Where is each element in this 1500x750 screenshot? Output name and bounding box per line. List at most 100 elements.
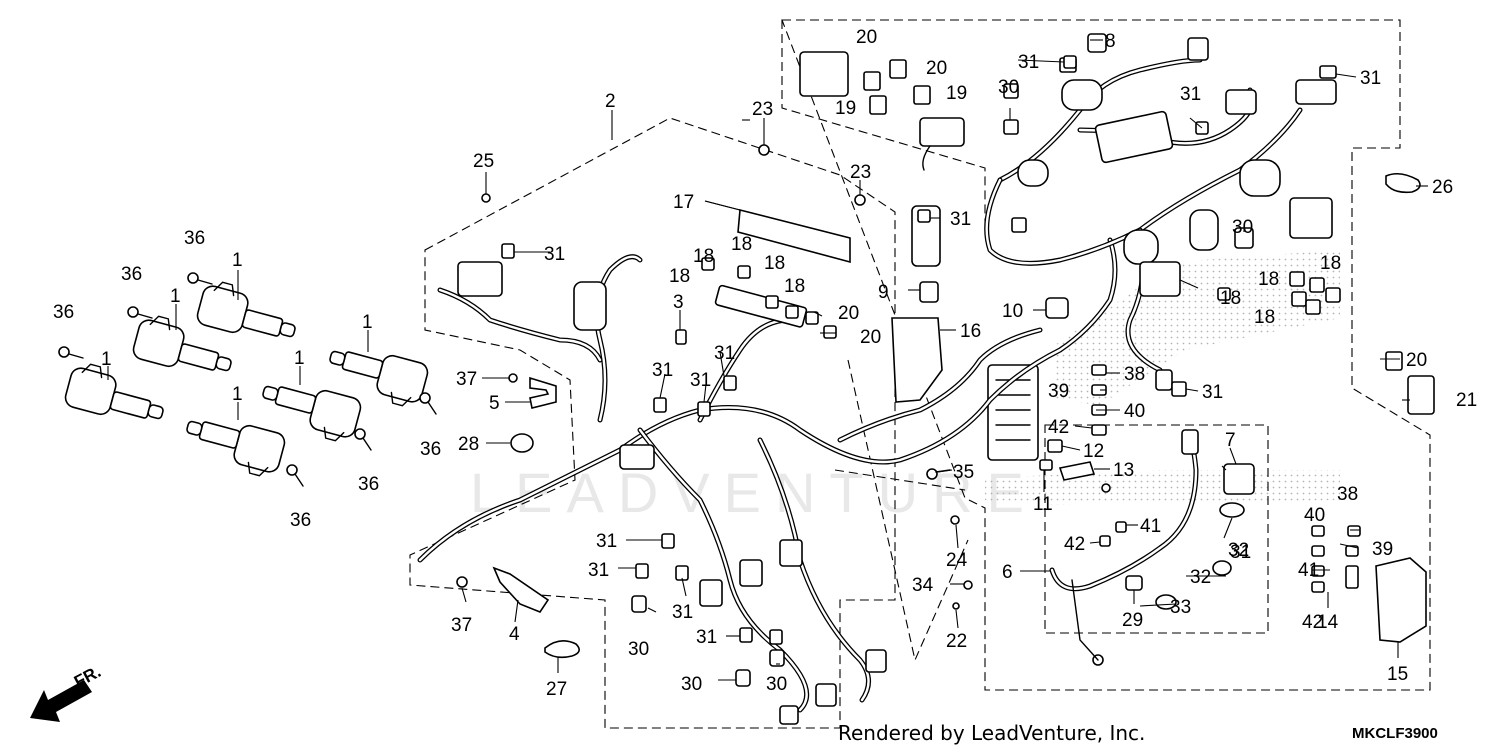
bolt-icon: [952, 602, 960, 610]
callout-18: 18: [731, 234, 752, 255]
callout-1: 1: [101, 349, 112, 370]
callout-42: 42: [1064, 534, 1085, 555]
callout-33: 33: [1170, 597, 1191, 618]
bolt-icon: [58, 346, 84, 359]
bracket-5: [529, 376, 557, 409]
front-direction-arrow: FR.: [30, 662, 104, 722]
bolt-icon: [758, 144, 770, 156]
callout-2: 2: [605, 91, 616, 112]
callout-1: 1: [232, 384, 243, 405]
callout-18: 18: [669, 266, 690, 287]
diagram-code: MKCLF3900: [1352, 725, 1438, 742]
callout-38: 38: [1337, 484, 1358, 505]
callout-42: 42: [1048, 417, 1069, 438]
callout-7: 7: [1225, 430, 1236, 451]
callout-30: 30: [628, 639, 649, 660]
callout-29: 29: [1122, 610, 1143, 631]
band-27: [544, 640, 580, 659]
callout-36: 36: [290, 510, 311, 531]
callout-19: 19: [946, 83, 967, 104]
callout-37: 37: [451, 615, 472, 636]
callout-24: 24: [946, 550, 968, 571]
callout-5: 5: [489, 393, 500, 414]
callout-18: 18: [693, 246, 714, 267]
callout-26: 26: [1432, 177, 1453, 198]
bolt-icon: [456, 576, 468, 588]
callout-17: 17: [673, 192, 694, 213]
callout-41: 41: [1140, 516, 1161, 537]
callout-23: 23: [850, 162, 871, 183]
callout-30: 30: [681, 674, 702, 695]
callout-18: 18: [1320, 253, 1341, 274]
callout-labels: 1 1 1 1 1 1 2 3 4 5 6 7 8 9 10 11 12 13 …: [53, 27, 1477, 700]
grommet-28: [510, 433, 534, 453]
bolt-icon: [950, 515, 960, 525]
ignition-coil-group: [64, 281, 429, 477]
callout-31: 31: [672, 602, 693, 623]
callout-25: 25: [473, 151, 494, 172]
callout-9: 9: [878, 282, 889, 303]
callout-1: 1: [362, 312, 373, 333]
callout-36: 36: [121, 264, 142, 285]
ignition-coil: [262, 385, 362, 442]
battery-cable: [1049, 429, 1255, 661]
callout-4: 4: [509, 624, 520, 645]
callout-31: 31: [652, 360, 673, 381]
fuse-box-15: [1311, 525, 1427, 643]
clips: [501, 55, 1337, 687]
brackets: [492, 172, 1421, 659]
bolt-icon: [127, 306, 153, 319]
callout-13: 13: [1113, 460, 1134, 481]
callout-8: 8: [1105, 31, 1116, 52]
callout-3: 3: [673, 292, 684, 313]
callout-32: 32: [1190, 567, 1211, 588]
callout-28: 28: [458, 434, 479, 455]
callout-41: 41: [1298, 560, 1319, 581]
callout-37: 37: [456, 369, 477, 390]
bracket-4: [492, 566, 550, 613]
leader-lines: [107, 39, 1428, 681]
callout-31: 31: [1230, 542, 1251, 563]
callout-34: 34: [912, 575, 934, 596]
callout-31: 31: [950, 209, 971, 230]
ignition-coil: [196, 281, 296, 338]
callout-18: 18: [764, 253, 785, 274]
callout-31: 31: [1360, 68, 1381, 89]
callout-15: 15: [1387, 664, 1408, 685]
callout-23: 23: [752, 99, 773, 120]
callout-18: 18: [784, 276, 805, 297]
callout-31: 31: [714, 343, 735, 364]
bolt-icon: [508, 373, 518, 383]
callout-39: 39: [1048, 381, 1069, 402]
bolt-icon: [286, 464, 304, 487]
ignition-coil: [329, 350, 429, 407]
callout-31: 31: [588, 560, 609, 581]
rendered-by-text: Rendered by LeadVenture, Inc.: [838, 721, 1145, 745]
bolt-icon: [481, 193, 491, 203]
callout-31: 31: [1202, 382, 1223, 403]
callout-18: 18: [1258, 269, 1279, 290]
bolt-icon: [854, 194, 866, 206]
bolt-icon: [187, 272, 213, 285]
callout-32: 32: [1228, 540, 1249, 561]
callout-36: 36: [358, 474, 379, 495]
clip-26: [1385, 172, 1421, 194]
callout-31: 31: [544, 244, 565, 265]
callout-1: 1: [232, 250, 243, 271]
callout-27: 27: [546, 679, 567, 700]
callout-36: 36: [184, 228, 205, 249]
callout-31: 31: [596, 531, 617, 552]
callout-31: 31: [1018, 52, 1039, 73]
callout-20: 20: [1406, 350, 1427, 371]
callout-30: 30: [766, 674, 787, 695]
callout-42: 42: [1302, 612, 1323, 633]
callout-22: 22: [946, 631, 967, 652]
callout-36: 36: [420, 439, 441, 460]
callout-19: 19: [835, 98, 856, 119]
callout-20: 20: [860, 327, 881, 348]
callout-11: 11: [1033, 494, 1053, 515]
callout-39: 39: [1372, 539, 1393, 560]
callout-20: 20: [926, 58, 947, 79]
callout-40: 40: [1124, 401, 1145, 422]
bolt-icon: [1101, 483, 1111, 493]
